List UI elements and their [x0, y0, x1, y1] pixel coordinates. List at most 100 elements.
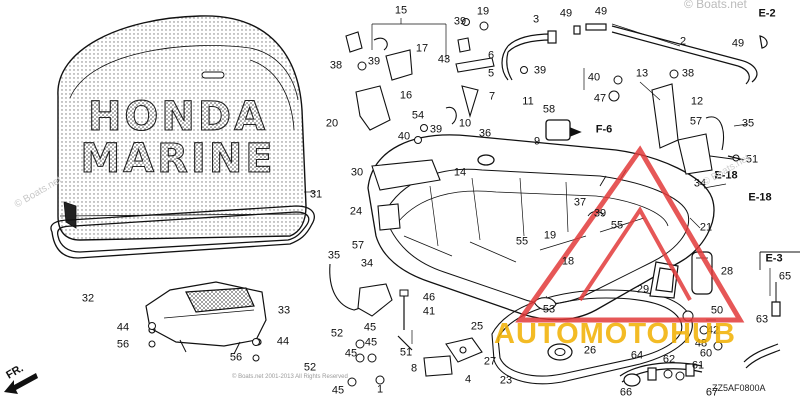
callout-c45a[interactable]: 45	[363, 321, 377, 334]
callout-c51a[interactable]: 51	[745, 153, 759, 166]
callout-cE18a[interactable]: E-18	[714, 169, 738, 182]
callout-c7[interactable]: 7	[488, 90, 496, 103]
watermark-logo: AUTOMOTOHUB	[494, 318, 736, 350]
callout-c45b[interactable]: 45	[364, 336, 378, 349]
callout-c37[interactable]: 37	[573, 196, 587, 209]
left-side-bracket	[329, 263, 393, 317]
callout-c20[interactable]: 20	[325, 117, 339, 130]
callout-c46[interactable]: 46	[422, 291, 436, 304]
callout-c4[interactable]: 4	[464, 373, 472, 386]
callout-c11[interactable]: 11	[522, 95, 534, 108]
callout-c33[interactable]: 33	[277, 304, 291, 317]
callout-c30[interactable]: 30	[350, 166, 364, 179]
callout-c58[interactable]: 58	[542, 103, 556, 116]
callout-c19[interactable]: 19	[476, 5, 490, 18]
callout-c48[interactable]: 48	[694, 337, 708, 350]
svg-text:MARINE: MARINE	[80, 136, 275, 182]
callout-c39a[interactable]: 39	[453, 15, 467, 28]
cover-seal	[50, 205, 315, 259]
callout-c56b[interactable]: 56	[229, 351, 243, 364]
callout-c12[interactable]: 12	[690, 95, 704, 108]
callout-c44a[interactable]: 44	[116, 321, 130, 334]
callout-c25[interactable]: 25	[470, 320, 484, 333]
callout-c35a[interactable]: 35	[741, 117, 755, 130]
leader-lines	[304, 18, 771, 344]
callout-c1[interactable]: 1	[376, 383, 384, 396]
callout-c40b[interactable]: 40	[397, 130, 411, 143]
callout-c14[interactable]: 14	[453, 166, 467, 179]
callout-c10[interactable]: 10	[458, 117, 472, 130]
callout-c34a[interactable]: 34	[693, 177, 707, 190]
callout-c47[interactable]: 47	[593, 92, 607, 105]
callout-c17[interactable]: 17	[415, 42, 429, 55]
callout-c39e[interactable]: 39	[593, 207, 607, 220]
callout-c51b[interactable]: 51	[399, 346, 413, 359]
callout-c21[interactable]: 21	[699, 221, 713, 234]
callout-c52b[interactable]: 52	[303, 361, 317, 374]
lower-mesh-cover	[145, 281, 267, 355]
callout-c61[interactable]: 61	[691, 359, 705, 372]
callout-c66[interactable]: 66	[619, 386, 633, 399]
engine-cover	[57, 15, 307, 241]
callout-c40a[interactable]: 40	[587, 71, 601, 84]
callout-c16[interactable]: 16	[399, 89, 413, 102]
callout-c63[interactable]: 63	[755, 313, 769, 326]
callout-c49c[interactable]: 49	[731, 37, 745, 50]
callout-c31[interactable]: 31	[309, 188, 323, 201]
copyright-notice: © Boats.net 2001-2013 All Rights Reserve…	[232, 374, 348, 380]
callout-c28[interactable]: 28	[720, 265, 734, 278]
callout-c8[interactable]: 8	[410, 362, 418, 375]
callout-c29[interactable]: 29	[636, 283, 650, 296]
callout-c15[interactable]: 15	[394, 4, 408, 17]
callout-c19b[interactable]: 19	[543, 229, 557, 242]
callout-c54[interactable]: 54	[411, 109, 425, 122]
callout-c56a[interactable]: 56	[116, 338, 130, 351]
callout-c13[interactable]: 13	[635, 67, 649, 80]
callout-c50[interactable]: 50	[710, 304, 724, 317]
callout-c35b[interactable]: 35	[327, 249, 341, 262]
callout-c9[interactable]: 9	[533, 135, 541, 148]
callout-c49a[interactable]: 49	[559, 7, 573, 20]
callout-c5[interactable]: 5	[487, 67, 495, 80]
callout-c45c[interactable]: 45	[344, 347, 358, 360]
callout-c18[interactable]: 18	[561, 255, 575, 268]
callout-c26[interactable]: 26	[583, 344, 597, 357]
callout-c2[interactable]: 2	[679, 35, 687, 48]
callout-c49b[interactable]: 49	[594, 5, 608, 18]
callout-c52a[interactable]: 52	[330, 327, 344, 340]
callout-c3[interactable]: 3	[532, 13, 540, 26]
flush-hose	[619, 251, 800, 387]
callout-c38a[interactable]: 38	[329, 59, 343, 72]
callout-cF6[interactable]: F-6	[595, 123, 613, 136]
callout-c55b[interactable]: 55	[515, 235, 529, 248]
callout-c45d[interactable]: 45	[331, 384, 345, 397]
callout-c39d[interactable]: 39	[429, 123, 443, 136]
callout-c23[interactable]: 23	[499, 374, 513, 387]
callout-c39b[interactable]: 39	[367, 55, 381, 68]
callout-c64[interactable]: 64	[630, 349, 644, 362]
callout-c24[interactable]: 24	[349, 205, 363, 218]
callout-c42[interactable]: 42	[706, 324, 720, 337]
callout-c60[interactable]: 60	[699, 347, 713, 360]
callout-c32[interactable]: 32	[81, 292, 95, 305]
callout-c55a[interactable]: 55	[610, 219, 624, 232]
callout-c34b[interactable]: 34	[360, 257, 374, 270]
callout-c41[interactable]: 41	[422, 305, 436, 318]
callout-cE18b[interactable]: E-18	[748, 191, 772, 204]
callout-c36[interactable]: 36	[478, 127, 492, 140]
callout-c27[interactable]: 27	[483, 355, 497, 368]
callout-cE2[interactable]: E-2	[758, 7, 776, 20]
callout-cE3[interactable]: E-3	[765, 252, 783, 265]
callout-c43[interactable]: 43	[437, 53, 451, 66]
callout-c57b[interactable]: 57	[351, 239, 365, 252]
callout-c39c[interactable]: 39	[533, 64, 547, 77]
callout-c38b[interactable]: 38	[681, 67, 695, 80]
callout-c65[interactable]: 65	[778, 270, 792, 283]
callout-c67[interactable]: 67	[705, 386, 719, 399]
callout-c62[interactable]: 62	[662, 353, 676, 366]
callout-c53[interactable]: 53	[542, 303, 556, 316]
callout-c57a[interactable]: 57	[689, 115, 703, 128]
callout-c44b[interactable]: 44	[276, 335, 290, 348]
callout-c6[interactable]: 6	[487, 49, 495, 62]
